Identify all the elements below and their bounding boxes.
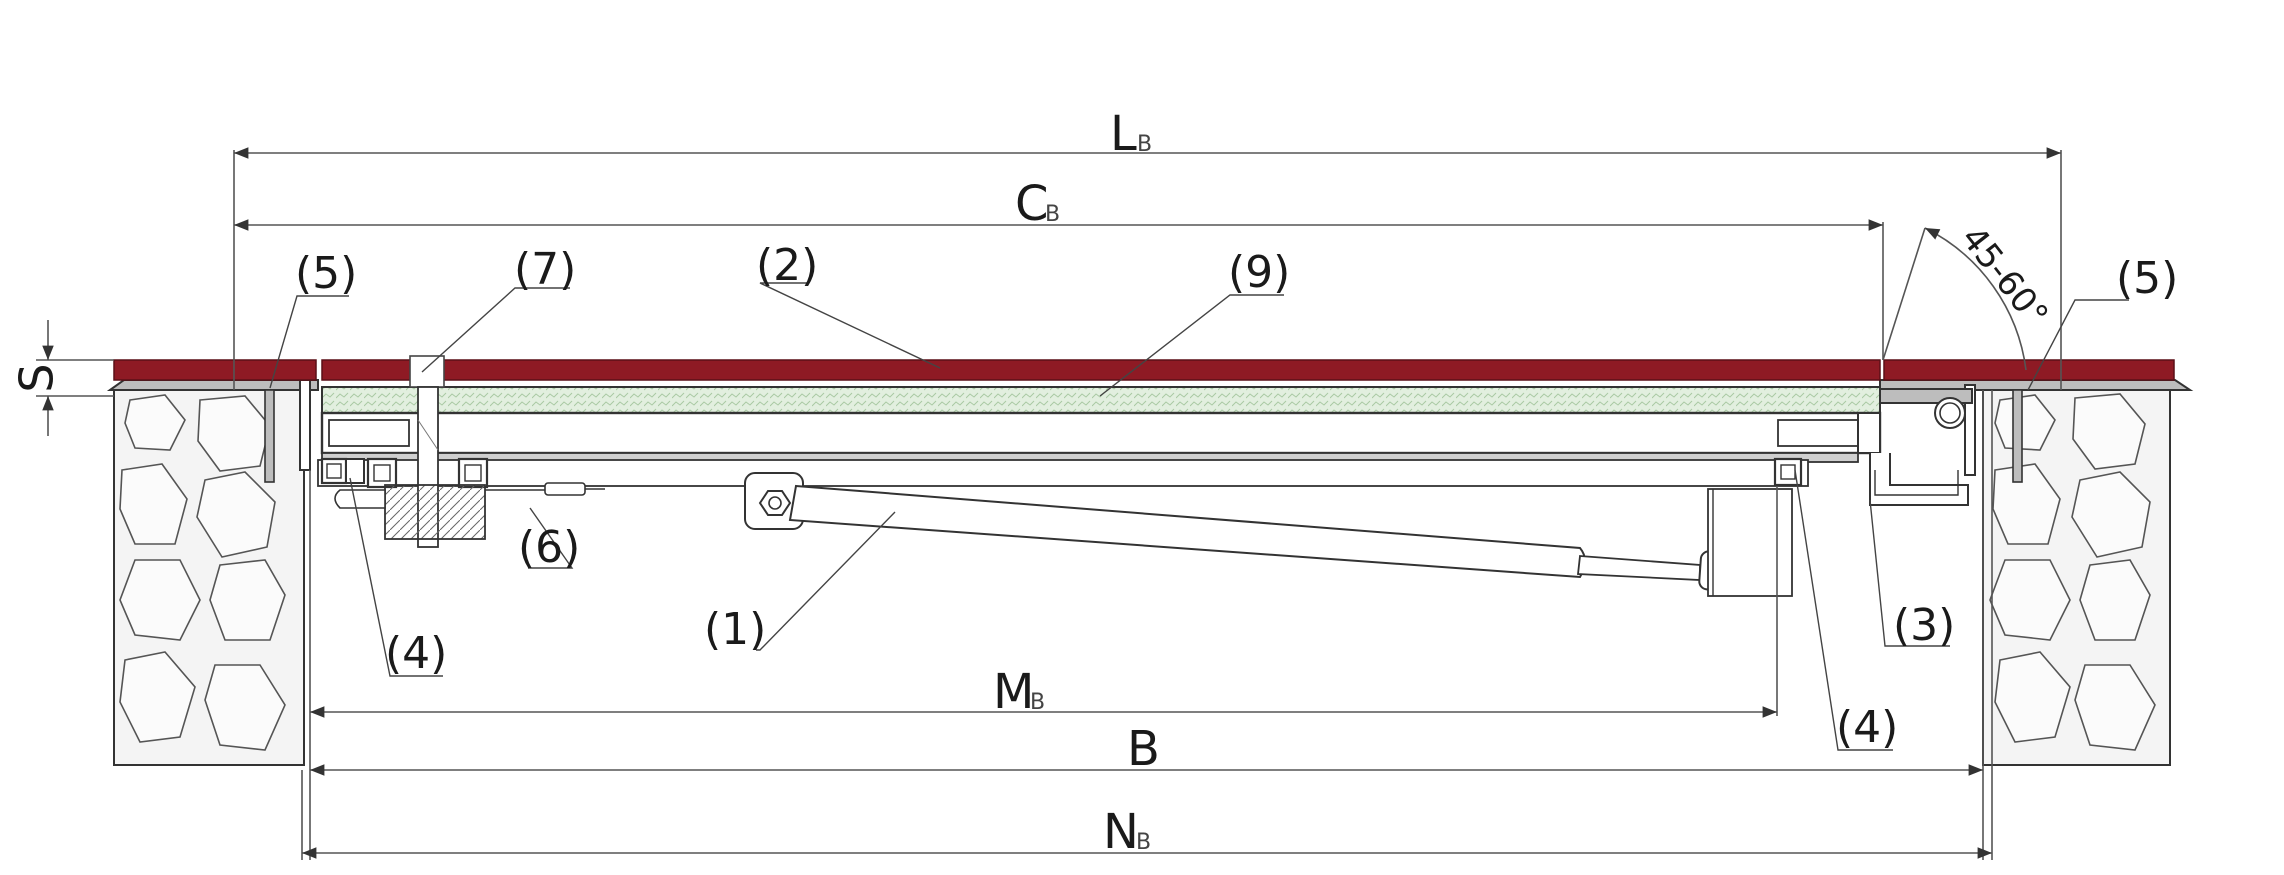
callout-4-left: (4): [385, 628, 447, 679]
cover-right-slab: [1883, 359, 2175, 381]
gas-strut: [744, 472, 1764, 594]
leader-lines: [269, 282, 2129, 751]
callout-6: (6): [518, 522, 580, 573]
dim-cb-label: C: [1015, 176, 1049, 232]
callout-4-right: (4): [1836, 702, 1898, 753]
dim-nb-label: N: [1103, 804, 1139, 860]
callout-1: (1): [704, 604, 766, 655]
dim-lb-subscript: B: [1137, 132, 1152, 157]
insulation-layer: [321, 386, 1881, 414]
opening-angle-label: 45-60°: [1953, 219, 2056, 335]
callout-7: (7): [514, 244, 576, 295]
dim-mb-subscript: B: [1030, 690, 1045, 715]
left-stone-block: [113, 389, 305, 766]
dim-s-label: S: [10, 363, 64, 392]
dimension-lines: [36, 147, 2062, 860]
lid-assembly: [317, 355, 1969, 597]
cover-left-slab: [113, 359, 317, 381]
callout-5-left: (5): [295, 248, 357, 299]
dim-nb-subscript: B: [1136, 830, 1151, 855]
callout-5-right: (5): [2116, 253, 2178, 304]
dim-cb-subscript: B: [1045, 202, 1060, 227]
left-frame: [106, 379, 319, 483]
cover-slabs: [113, 359, 2175, 381]
callout-3: (3): [1893, 600, 1955, 651]
callout-2: (2): [756, 240, 818, 291]
callout-9: (9): [1228, 247, 1290, 298]
cover-lid-slab: [321, 359, 1881, 381]
right-stone-block: [1982, 389, 2171, 766]
dim-lb-label: L: [1110, 106, 1137, 162]
dim-mb-label: M: [993, 664, 1034, 720]
dim-b-label: B: [1127, 721, 1160, 777]
